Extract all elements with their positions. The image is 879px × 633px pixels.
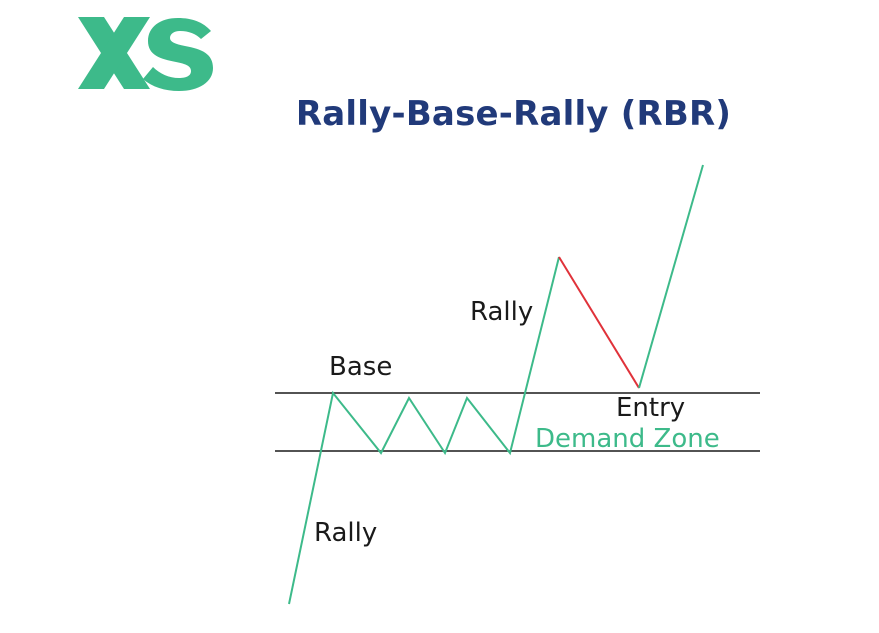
- price-path-up: [288, 256, 560, 605]
- label-base: Base: [329, 352, 392, 382]
- label-rally-middle: Rally: [470, 297, 533, 327]
- diagram-title: Rally-Base-Rally (RBR): [295, 94, 732, 134]
- label-entry: Entry: [616, 393, 685, 423]
- price-path-final-rally: [638, 164, 704, 389]
- price-path-pullback: [558, 256, 640, 389]
- logo-s-shape: [143, 18, 213, 91]
- logo-x-stroke-2: [78, 17, 150, 89]
- label-demand-zone: Demand Zone: [535, 424, 720, 454]
- label-rally-bottom: Rally: [314, 518, 377, 548]
- xs-logo: [78, 17, 213, 91]
